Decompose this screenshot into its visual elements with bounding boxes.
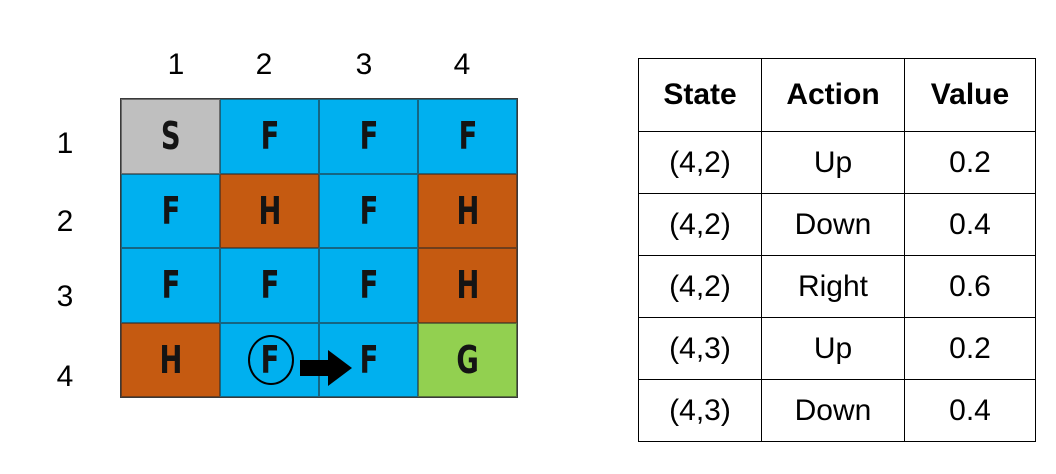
row-label-3: 3 [56,280,74,313]
cell-letter: G [456,337,479,382]
cell-action: Up [761,317,905,380]
grid-cell-1-4: F [418,99,517,174]
cell-letter: F [458,114,477,159]
grid-cell-4-1: H [121,322,220,397]
grid-cell-3-4: H [418,248,517,323]
table-row: (4,2) Up 0.2 [638,131,1036,194]
cell-value: 0.2 [904,131,1036,194]
cell-letter: H [456,188,479,233]
grid-cell-2-2: H [220,173,319,248]
grid-cell-3-2: F [220,248,319,323]
cell-letter: F [359,114,378,159]
header-state: State [638,58,762,132]
column-label-4: 4 [453,48,471,81]
current-state-circle [248,334,294,385]
cell-letter: H [258,188,281,233]
cell-action: Down [761,379,905,442]
cell-letter: F [161,263,180,308]
cell-letter: H [159,337,182,382]
cell-value: 0.4 [904,379,1036,442]
grid-cell-1-3: F [319,99,418,174]
cell-action: Down [761,193,905,256]
column-label-1: 1 [167,48,185,81]
grid-cell-2-3: F [319,173,418,248]
grid-cell-3-3: F [319,248,418,323]
cell-letter: F [359,263,378,308]
row-label-1: 1 [56,127,74,160]
header-action: Action [761,58,905,132]
cell-letter: F [161,188,180,233]
cell-letter: F [260,114,279,159]
table-row: (4,2) Down 0.4 [638,193,1036,256]
cell-letter: S [160,114,181,159]
cell-state: (4,2) [638,255,762,318]
grid-cell-1-2: F [220,99,319,174]
column-label-3: 3 [355,48,373,81]
cell-letter: F [260,263,279,308]
cell-value: 0.6 [904,255,1036,318]
table-row: (4,2) Right 0.6 [638,255,1036,318]
cell-state: (4,2) [638,193,762,256]
cell-letter: F [359,188,378,233]
cell-state: (4,3) [638,317,762,380]
cell-letter: H [456,263,479,308]
cell-state: (4,2) [638,131,762,194]
cell-value: 0.4 [904,193,1036,256]
grid-cell-2-4: H [418,173,517,248]
table-header-row: State Action Value [638,58,1036,132]
cell-action: Right [761,255,905,318]
table-row: (4,3) Down 0.4 [638,379,1036,442]
grid-world: S F F F F H F H F F F H H F F G [120,98,518,398]
grid-cell-4-4: G [418,322,517,397]
column-label-2: 2 [255,48,273,81]
row-label-4: 4 [56,360,74,393]
arrow-right-icon [300,350,352,386]
grid-cell-3-1: F [121,248,220,323]
cell-action: Up [761,131,905,194]
table-row: (4,3) Up 0.2 [638,317,1036,380]
grid-cell-4-2-current: F [220,322,319,397]
cell-state: (4,3) [638,379,762,442]
grid-cell-2-1: F [121,173,220,248]
header-value: Value [904,58,1036,132]
grid-cell-1-1: S [121,99,220,174]
cell-letter: F [359,337,378,382]
row-label-2: 2 [56,205,74,238]
cell-letter: F [260,337,279,382]
cell-value: 0.2 [904,317,1036,380]
q-value-table: State Action Value (4,2) Up 0.2 (4,2) Do… [638,58,1036,442]
